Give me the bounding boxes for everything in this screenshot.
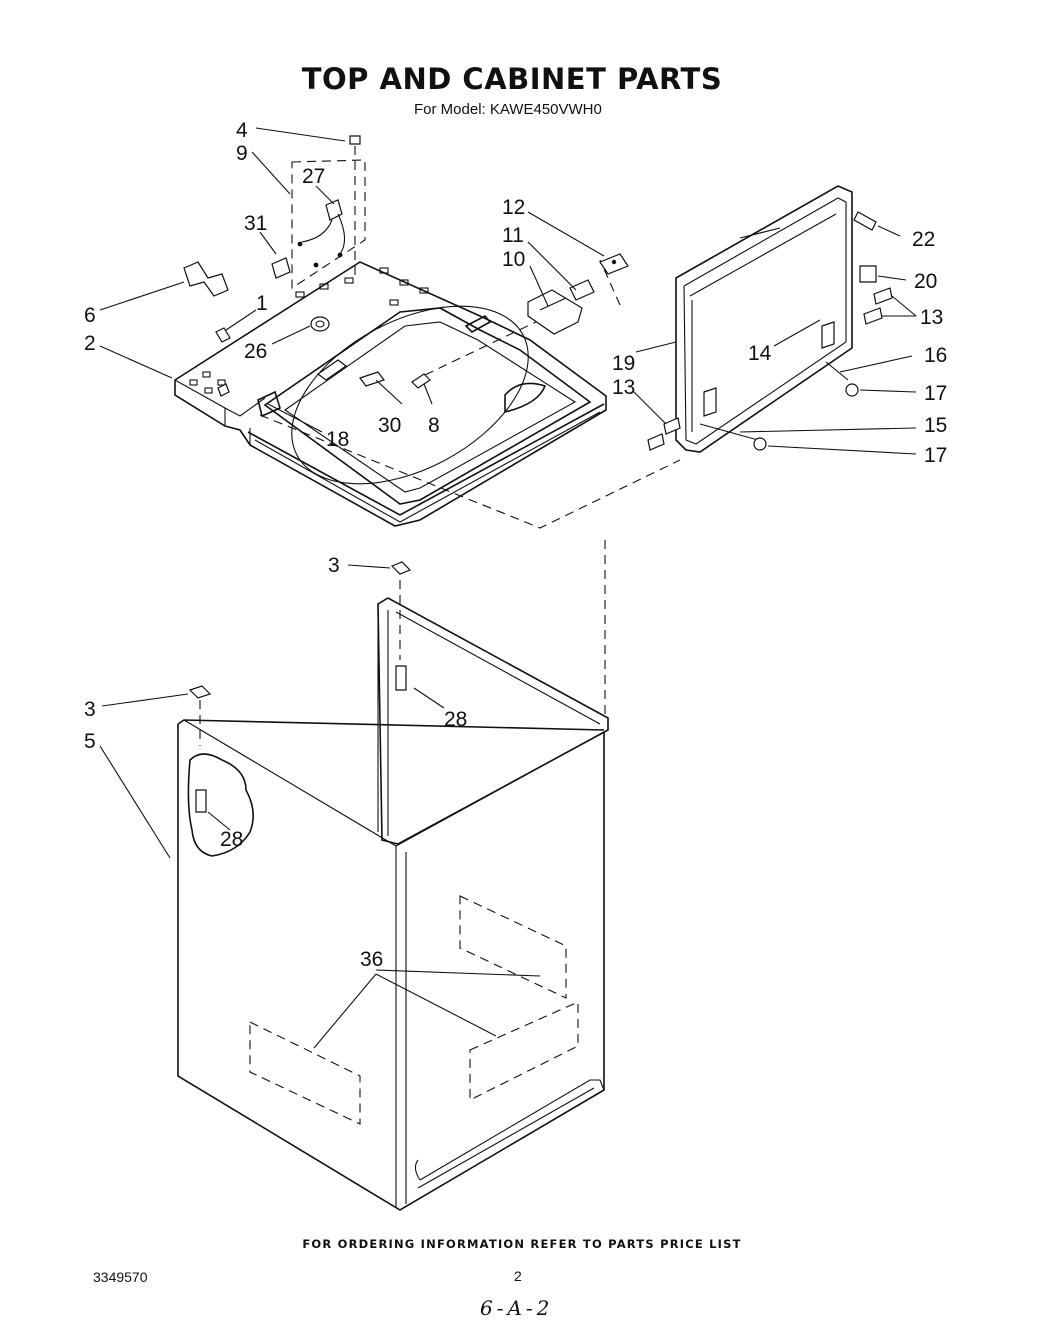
callout-3-left: 3 — [84, 698, 96, 721]
document-number: 3349570 — [93, 1269, 148, 1285]
callout-6: 6 — [84, 304, 96, 327]
callout-30: 30 — [378, 414, 401, 437]
hinge-bracket — [257, 390, 281, 418]
lid-switch-actuator — [359, 371, 385, 387]
callout-14: 14 — [748, 342, 772, 365]
callout-22: 22 — [912, 228, 935, 251]
callout-8: 8 — [428, 414, 440, 437]
callout-27: 27 — [302, 165, 325, 188]
callout-20: 20 — [914, 270, 937, 293]
ordering-note: FOR ORDERING INFORMATION REFER TO PARTS … — [302, 1237, 742, 1251]
callout-17-top: 17 — [924, 382, 947, 405]
callout-13-left: 13 — [612, 376, 635, 399]
leader-lines — [99, 127, 917, 1049]
callout-28-top: 28 — [444, 708, 467, 731]
callout-17-bottom: 17 — [924, 444, 947, 467]
washer-top-assembly — [174, 259, 681, 529]
callout-5: 5 — [84, 730, 96, 753]
callout-28-cutaway: 28 — [220, 828, 243, 851]
callout-31: 31 — [244, 212, 267, 235]
page-title: TOP AND CABINET PARTS — [301, 62, 723, 96]
callout-2: 2 — [84, 332, 96, 355]
callout-1: 1 — [256, 292, 268, 315]
lid-switch-parts — [527, 253, 629, 335]
mounting-holes — [189, 267, 429, 394]
callout-4: 4 — [236, 119, 248, 142]
callout-3-top: 3 — [328, 554, 340, 577]
switch-clip — [411, 373, 431, 389]
callout-36: 36 — [360, 948, 383, 971]
callout-10: 10 — [502, 248, 525, 271]
handwritten-code: 6-A-2 — [480, 1296, 554, 1320]
callout-16: 16 — [924, 344, 947, 367]
cabinet-assembly — [177, 540, 609, 1211]
callout-11: 11 — [502, 224, 524, 247]
callout-12: 12 — [502, 196, 525, 219]
callout-26: 26 — [244, 340, 267, 363]
model-subtitle: For Model: KAWE450VWH0 — [414, 101, 602, 118]
lid-assembly — [647, 185, 893, 453]
callout-18: 18 — [326, 428, 349, 451]
page-number: 2 — [514, 1268, 522, 1284]
top-hardware-parts — [183, 135, 366, 397]
callout-numbers: 4 9 27 31 6 1 2 26 18 30 8 12 11 10 19 1… — [84, 119, 947, 971]
callout-13-right: 13 — [920, 306, 943, 329]
callout-15: 15 — [924, 414, 947, 437]
callout-9: 9 — [236, 142, 248, 165]
callout-19: 19 — [612, 352, 635, 375]
